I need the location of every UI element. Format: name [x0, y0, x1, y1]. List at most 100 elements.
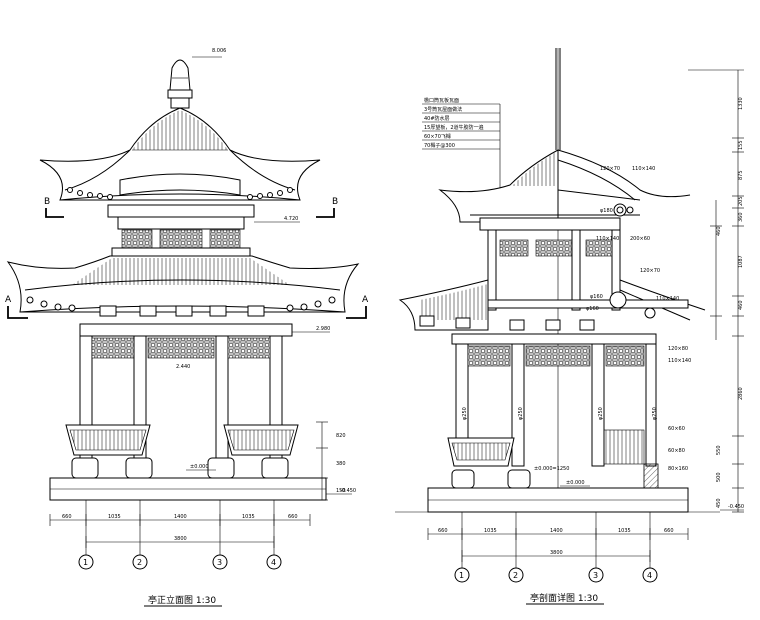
axis-bubbles: 1 2 3 4: [78, 500, 282, 570]
lower-eave-rafters: [26, 296, 336, 317]
dia-label-3: φ250: [598, 407, 604, 420]
right-dim-3: 150: [336, 488, 346, 494]
right-dim-1: 820: [336, 433, 346, 439]
platform: -0.450: [49, 477, 356, 501]
section-base-label: -0.450: [728, 504, 744, 510]
vdim-1: 1330: [738, 97, 744, 110]
upper-eave-rafters: [67, 187, 293, 200]
note-5: 60×70飞橼: [424, 133, 451, 140]
dia-label-2: φ250: [518, 407, 524, 420]
dia-label-4: φ250: [652, 407, 658, 420]
member-labels: 120×70 110×140 110×140 200×60 120×70 110…: [596, 166, 691, 472]
spire: [555, 48, 561, 500]
note-1: 檐口筒瓦板瓦面: [424, 97, 459, 104]
lattice-hangers: 2.440: [91, 337, 271, 370]
sec-axis-3: 3: [593, 571, 598, 580]
bottom-dim-2: 1035: [108, 514, 121, 520]
vdim-10: 550: [716, 445, 722, 455]
member-label-5: 120×70: [640, 268, 660, 274]
section-bases-platform: ±0.000 ±0.000=1250 -0.450: [395, 466, 744, 513]
section-detail: 檐口筒瓦板瓦面 3号筒瓦屋面做法 40#防水层 15厚望板，2道牛胶防一遍 60…: [395, 48, 744, 605]
upper-level-band: 4.720: [107, 204, 300, 259]
member-label-2: 110×140: [632, 166, 655, 172]
front-elevation: 8.006: [5, 48, 369, 607]
dia-label-6: φ160: [586, 306, 599, 312]
upper-level-section: [479, 203, 634, 311]
construction-notes: 檐口筒瓦板瓦面 3号筒瓦屋面做法 40#防水层 15厚望板，2道牛胶防一遍 60…: [422, 97, 501, 195]
lower-roof: [6, 255, 360, 313]
beam-elevation-label: 2.440: [176, 364, 190, 370]
bottom-dim-1: 660: [62, 514, 72, 520]
member-label-8: 110×140: [668, 358, 691, 364]
section-benches: [447, 429, 659, 489]
section-mid-label: ±0.000=1250: [534, 466, 569, 472]
section-b-right: B: [332, 197, 338, 207]
section-zero-label: ±0.000: [566, 480, 585, 486]
vdim-7: 460: [738, 300, 744, 310]
member-label-9: 60×60: [668, 426, 685, 432]
sec-axis-4: 4: [647, 571, 652, 580]
member-label-4: 200×60: [630, 236, 650, 242]
vdim-9: 2860: [738, 387, 744, 400]
columns: [79, 335, 283, 467]
member-label-1: 120×70: [600, 166, 620, 172]
top-elevation-label: 8.006: [212, 48, 226, 54]
bottom-dims: 660 1035 1400 1035 660 3800: [49, 514, 311, 548]
axis-3: 3: [217, 558, 222, 567]
bottom-dim-5: 660: [288, 514, 298, 520]
section-a-right: A: [362, 295, 369, 305]
upper-elevation-label: 4.720: [284, 216, 298, 222]
member-label-3: 110×140: [596, 236, 619, 242]
eave-elevation-label: 2.980: [316, 326, 330, 332]
vdim-3: 875: [738, 170, 744, 180]
right-vertical-dims: 820 380 150: [316, 421, 346, 501]
note-3: 40#防水层: [424, 115, 450, 122]
note-2: 3号筒瓦屋面做法: [424, 106, 462, 113]
finial: 8.006: [167, 48, 226, 109]
member-label-10: 60×80: [668, 448, 685, 454]
section-detail-title: 亭剖面详图 1:30: [530, 592, 598, 604]
section-vertical-dims: 1330 155 875 205 360 1087 460 460 2860 5…: [688, 69, 744, 513]
section-markers: B B A A: [5, 197, 369, 319]
axis-2: 2: [137, 558, 142, 567]
sec-axis-1: 1: [459, 571, 464, 580]
section-bottom-dims: 660 1035 1400 1035 660 3800: [427, 528, 689, 562]
note-4: 15厚望板，2道牛胶防一遍: [424, 124, 484, 131]
dia-label-1: φ250: [462, 407, 468, 420]
front-elevation-title: 亭正立面图 1:30: [148, 594, 216, 606]
upper-roof-section: [438, 149, 691, 223]
member-label-6: 110×140: [656, 296, 679, 302]
axis-4: 4: [271, 558, 276, 567]
vdim-2: 155: [738, 140, 744, 150]
sec-bottom-dim-3: 1400: [550, 528, 563, 534]
vdim-6: 1087: [738, 255, 744, 268]
vdim-11: 500: [716, 472, 722, 482]
lower-roof-section: [398, 279, 706, 331]
note-6: 70橼子@300: [424, 142, 455, 149]
vdim-4: 205: [738, 196, 744, 206]
vdim-5: 360: [738, 212, 744, 222]
sec-bottom-dim-1: 660: [438, 528, 448, 534]
dia-label-5: φ160: [590, 294, 603, 300]
base-elevation-label: -0.450: [340, 488, 356, 494]
column-bases: ±0.000: [71, 457, 289, 479]
dia-label-7: φ180: [600, 208, 613, 214]
vdim-12: 450: [716, 498, 722, 508]
total-dim: 3800: [174, 536, 187, 542]
right-dim-2: 380: [336, 461, 346, 467]
section-b-left: B: [44, 197, 50, 207]
benches: [65, 424, 299, 456]
sec-bottom-dim-4: 1035: [618, 528, 631, 534]
column-diameter-labels: φ250 φ250 φ250 φ250 φ160 φ160 φ180: [462, 208, 658, 420]
vdim-8: 460: [716, 226, 722, 236]
sec-axis-2: 2: [513, 571, 518, 580]
bottom-dim-3: 1400: [174, 514, 187, 520]
section-beam-columns: [451, 333, 657, 467]
member-label-7: 120×80: [668, 346, 688, 352]
member-label-11: 80×160: [668, 466, 688, 472]
upper-roof: [39, 107, 321, 201]
bottom-dim-4: 1035: [242, 514, 255, 520]
sec-total-dim: 3800: [550, 550, 563, 556]
main-beam: 2.980: [79, 323, 330, 337]
